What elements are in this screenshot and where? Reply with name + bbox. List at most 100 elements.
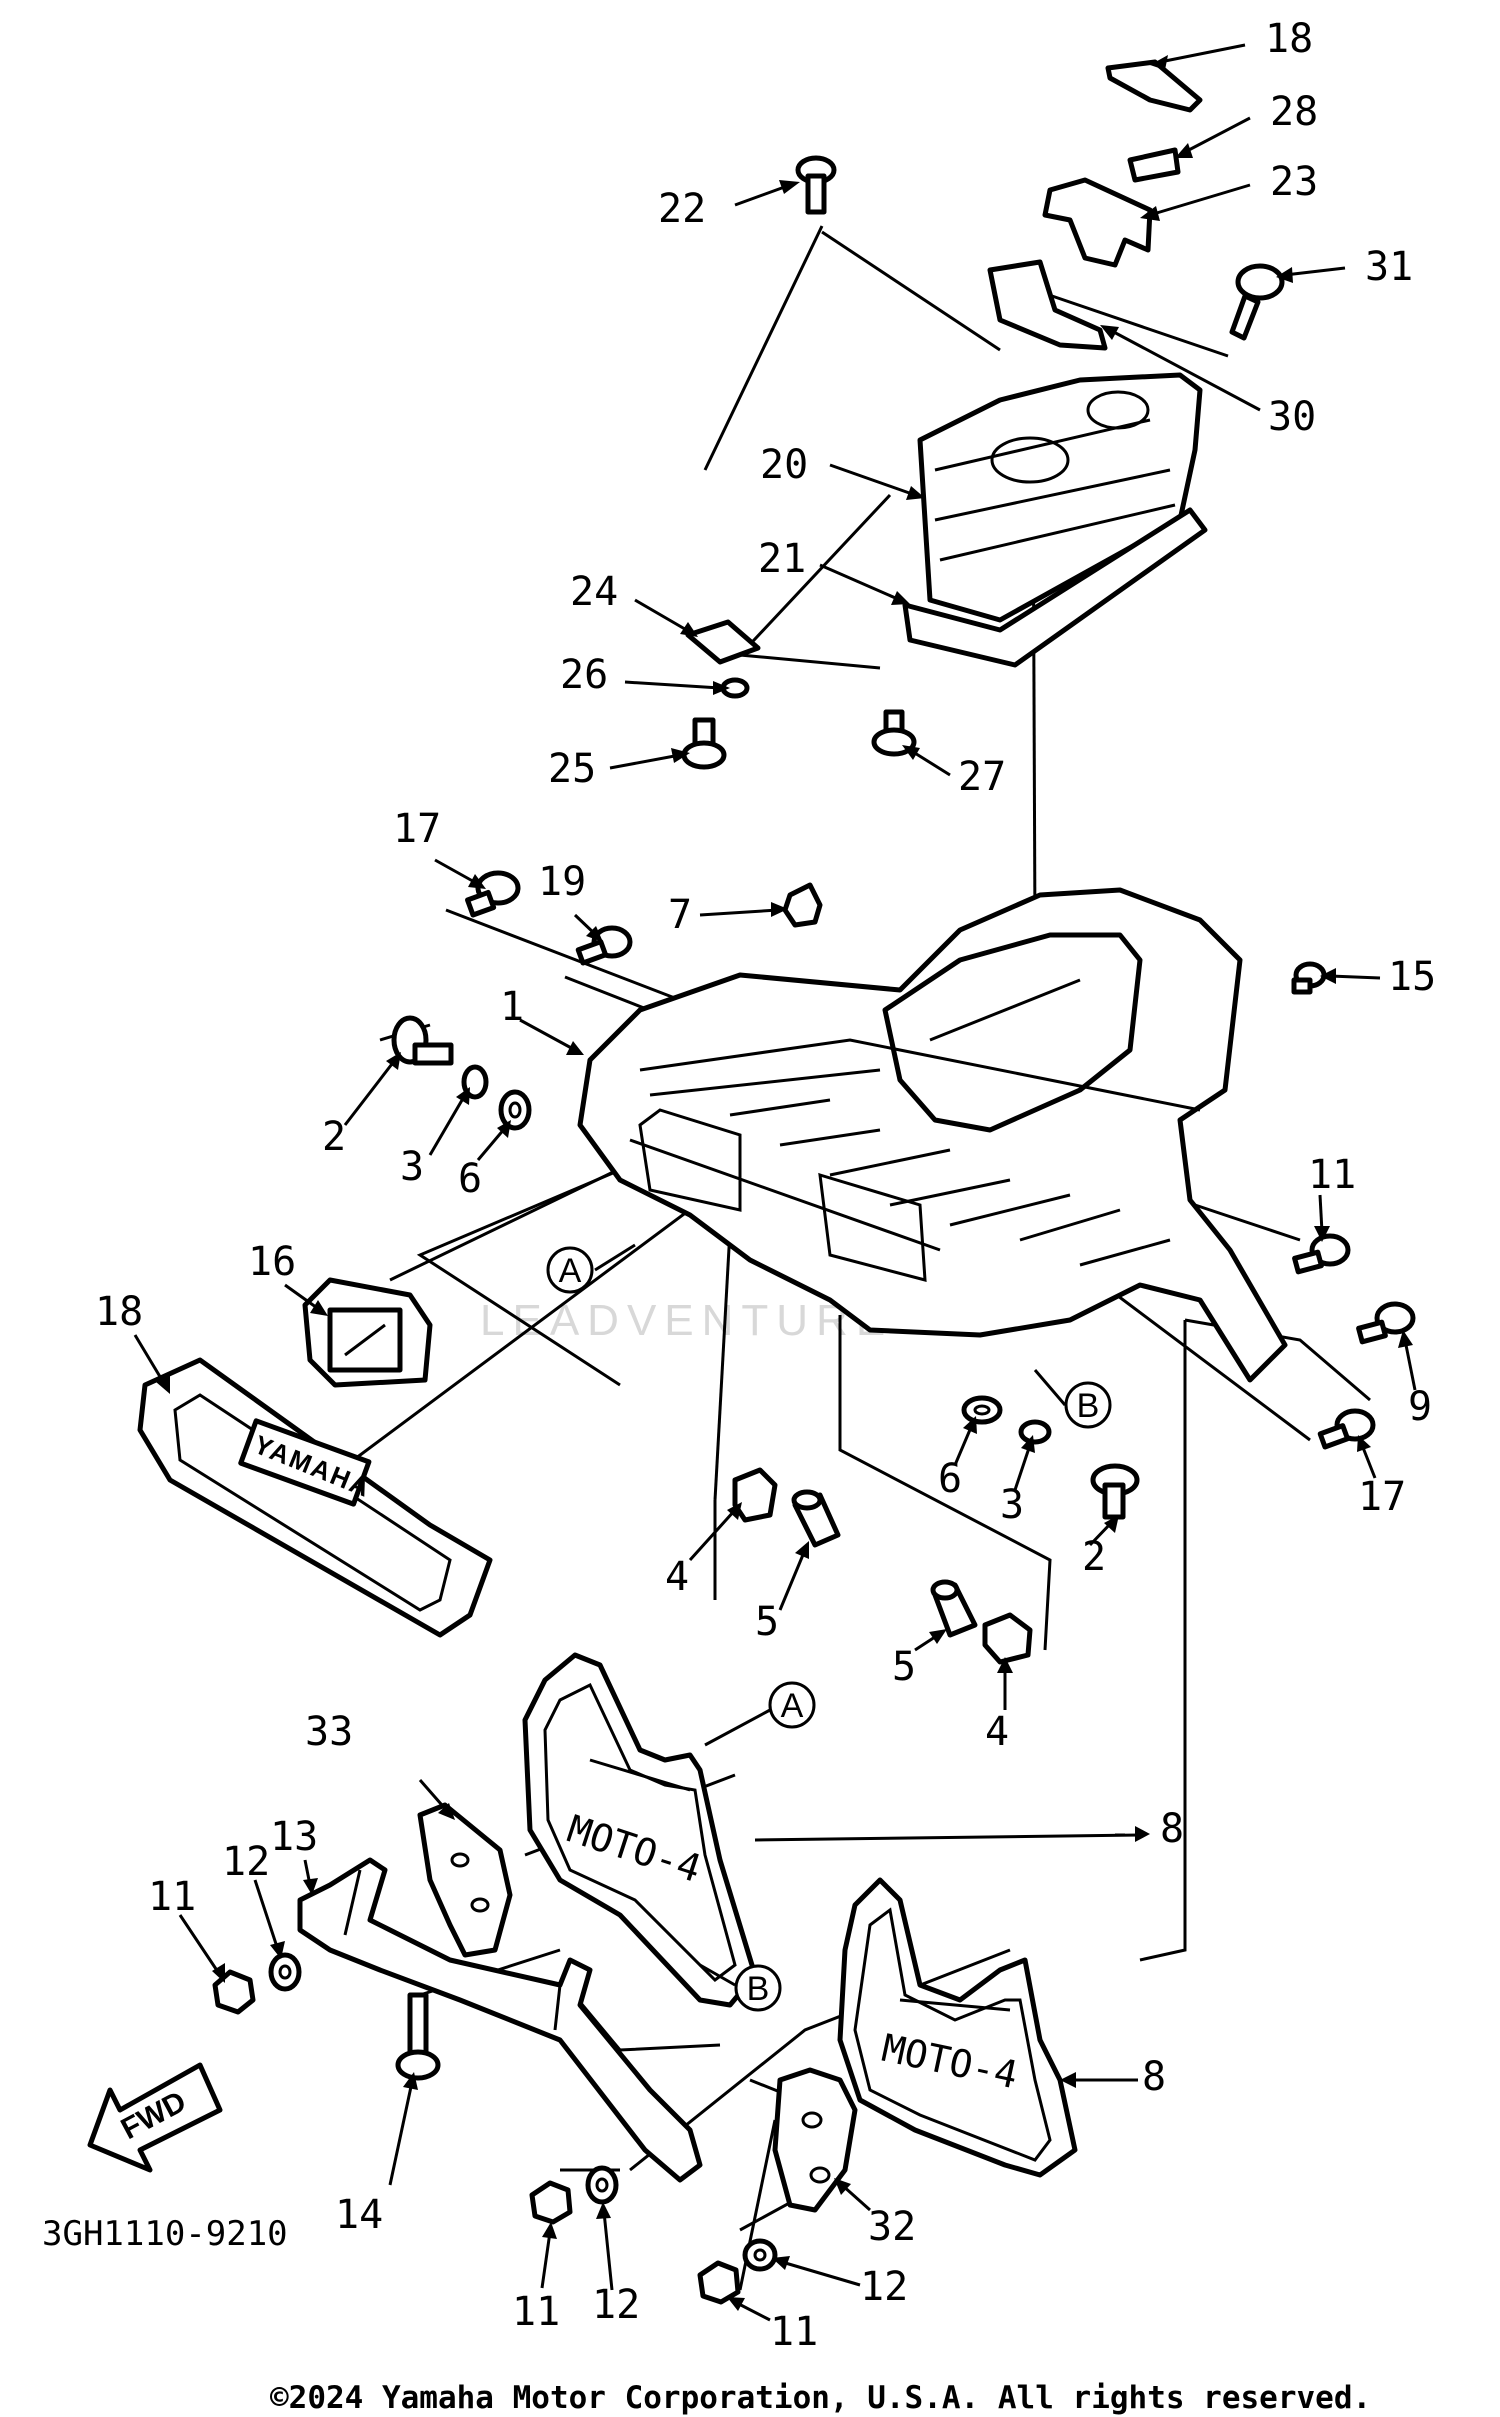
- callout-33: 33: [305, 1709, 353, 1755]
- svg-text:A: A: [559, 1252, 582, 1290]
- ref-a-upper: A: [546, 1243, 636, 1294]
- callout-6-right: 6: [938, 1456, 962, 1502]
- part-7-grommet: [782, 882, 823, 928]
- callout-3-right: 3: [1000, 1482, 1024, 1528]
- part-8-mudflap-right: MOTO-4: [837, 1877, 1078, 2178]
- part-10-bolt: [1292, 1233, 1351, 1275]
- callout-6-left: 6: [458, 1156, 482, 1202]
- callout-2-left: 2: [322, 1114, 346, 1160]
- callout-numbers: 18 28 23 22 31 30 20 21 24 26 25 27 17 1…: [95, 16, 1436, 2355]
- callout-12-right: 12: [860, 2264, 908, 2310]
- part-12-washer-mid: [585, 2165, 619, 2205]
- part-2-bolt-left: [391, 1015, 454, 1066]
- callout-32: 32: [868, 2204, 916, 2250]
- callout-5-right: 5: [892, 1644, 916, 1690]
- callout-20: 20: [760, 442, 808, 488]
- callout-17-lower: 17: [1358, 1474, 1406, 1520]
- part-33-bracket: [417, 1802, 513, 1958]
- part-15-screw: [1291, 961, 1327, 995]
- callout-25: 25: [548, 746, 596, 792]
- part-17-bolt-lower: [1317, 1408, 1376, 1450]
- part-3-washer-right: [1018, 1419, 1052, 1445]
- callout-8-upper: 8: [1160, 1806, 1184, 1852]
- part-13-stay: [297, 1857, 703, 2183]
- callout-12-left: 12: [222, 1839, 270, 1885]
- callout-2-right: 2: [1082, 1534, 1106, 1580]
- callout-26: 26: [560, 652, 608, 698]
- callout-1: 1: [500, 984, 524, 1030]
- ref-b-upper: B: [1033, 1369, 1112, 1429]
- callout-8-lower: 8: [1142, 2054, 1166, 2100]
- part-8-mudflap-left: MOTO-4: [522, 1652, 758, 2008]
- part-23-stay: [1042, 177, 1153, 268]
- callout-12-mid: 12: [592, 2282, 640, 2328]
- part-5-collar-right: [930, 1579, 978, 1638]
- part-4-damper-right: [982, 1612, 1033, 1665]
- callout-5-left: 5: [755, 1599, 779, 1645]
- ref-a-lower: A: [704, 1681, 816, 1747]
- callout-27: 27: [958, 754, 1006, 800]
- callout-22: 22: [658, 186, 706, 232]
- callout-18: 18: [95, 1289, 143, 1335]
- svg-text:A: A: [781, 1687, 804, 1725]
- callout-11-mid: 11: [512, 2289, 560, 2335]
- callout-10: 11: [1308, 1152, 1356, 1198]
- part-16-reflector: [302, 1277, 433, 1388]
- callout-7: 7: [668, 892, 692, 938]
- svg-text:B: B: [747, 1970, 770, 2008]
- ref-b-lower: B: [699, 1963, 782, 2012]
- callout-4-left: 4: [665, 1554, 689, 1600]
- callout-19: 19: [538, 859, 586, 905]
- part-4-damper-left: [732, 1467, 778, 1523]
- callout-24: 24: [570, 569, 618, 615]
- part-17-bolt-upper: [465, 870, 521, 918]
- callout-11-right: 11: [770, 2309, 818, 2355]
- callout-23: 23: [1270, 159, 1318, 205]
- part-5-collar-left: [791, 1489, 841, 1548]
- svg-text:B: B: [1077, 1387, 1100, 1425]
- callout-9: 9: [1408, 1384, 1432, 1430]
- part-2-bolt-right: [1090, 1463, 1140, 1520]
- callout-3-left: 3: [400, 1144, 424, 1190]
- part-32-bracket: [772, 2067, 858, 2213]
- part-9-bolt: [1356, 1301, 1416, 1345]
- copyright-notice: ©2024 Yamaha Motor Corporation, U.S.A. A…: [270, 2380, 1372, 2416]
- callout-31: 31: [1365, 244, 1413, 290]
- callout-30: 30: [1268, 394, 1316, 440]
- callout-21: 21: [758, 536, 806, 582]
- reference-markers: A B A B: [546, 1243, 1112, 2012]
- part-6-washer-left: [498, 1089, 532, 1131]
- callout-leaders: [133, 43, 1417, 2322]
- part-11-nut-mid: [529, 2180, 573, 2225]
- part-14-bolt: [395, 1992, 441, 2081]
- part-11-nut-right: [697, 2260, 741, 2305]
- part-1-rear-fender: [577, 887, 1288, 1383]
- part-28-bracket: [1127, 147, 1181, 183]
- callout-14: 14: [335, 2192, 383, 2238]
- part-19-bolt: [575, 925, 633, 966]
- callout-16: 16: [248, 1239, 296, 1285]
- part-25-screw: [681, 717, 727, 770]
- part-21-gasket: [902, 507, 1208, 668]
- part-12-washer-right: [742, 2238, 778, 2272]
- callout-13: 13: [270, 1814, 318, 1860]
- part-24-plate: [685, 619, 761, 665]
- callout-17-upper: 17: [393, 806, 441, 852]
- part-6-washer-right: [961, 1395, 1003, 1425]
- callout-4-right: 4: [985, 1709, 1009, 1755]
- part-30-bracket: [987, 259, 1108, 351]
- part-29-plate: [1105, 59, 1203, 113]
- callout-29: 18: [1265, 16, 1313, 62]
- part-12-washer-left: [268, 1952, 302, 1992]
- callout-11-left: 11: [148, 1874, 196, 1920]
- diagram-code: 3GH1110-9210: [42, 2214, 288, 2254]
- part-22-bolt: [795, 155, 837, 215]
- part-27-screw: [871, 709, 917, 757]
- callout-15: 15: [1388, 954, 1436, 1000]
- part-20-cover: [917, 372, 1203, 623]
- part-18-tail-bracket: YAMAHA: [137, 1357, 493, 1638]
- part-31-bolt: [1229, 263, 1285, 341]
- callout-28: 28: [1270, 89, 1318, 135]
- fwd-arrow: FWD: [87, 2062, 223, 2173]
